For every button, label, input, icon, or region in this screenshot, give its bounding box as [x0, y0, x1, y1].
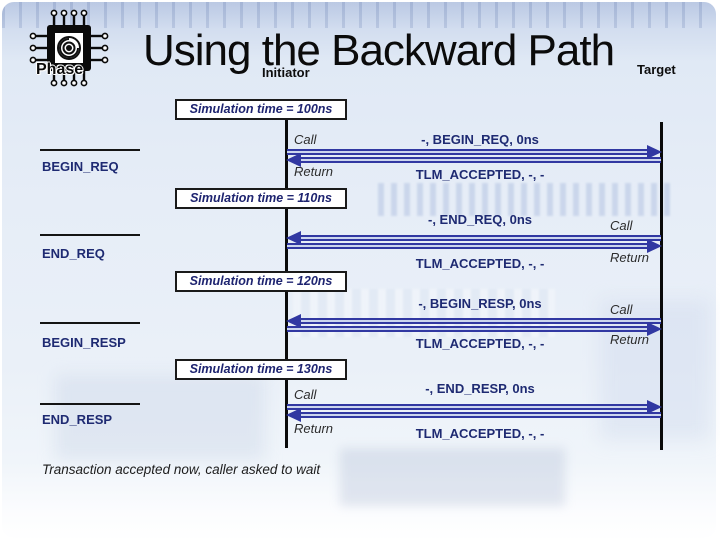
phase-label: BEGIN_RESP: [42, 335, 126, 350]
response-message: TLM_ACCEPTED, -, -: [415, 256, 545, 271]
response-message: TLM_ACCEPTED, -, -: [415, 336, 545, 351]
return-arrow: [286, 408, 661, 422]
response-message: TLM_ACCEPTED, -, -: [415, 426, 545, 441]
call-label: Call: [610, 218, 633, 233]
sim-time-box: Simulation time = 110ns: [175, 188, 347, 209]
chip-logo-icon: [29, 9, 109, 87]
arrowhead-right-icon: [647, 400, 662, 414]
arrowhead-left-icon: [286, 153, 301, 167]
return-arrow: [287, 239, 662, 253]
return-label: Return: [610, 250, 650, 265]
return-arrow: [286, 153, 661, 167]
initiator-label: Initiator: [262, 65, 310, 80]
phase-label: END_REQ: [42, 246, 105, 261]
arrowhead-right-icon: [647, 322, 662, 336]
request-message: -, END_REQ, 0ns: [427, 212, 533, 227]
return-label: Return: [610, 332, 650, 347]
request-message: -, BEGIN_RESP, 0ns: [418, 296, 542, 311]
call-label: Call: [294, 132, 317, 147]
phase-label: END_RESP: [42, 412, 113, 427]
call-arrow: [287, 145, 662, 159]
target-label: Target: [637, 62, 676, 77]
call-label: Call: [610, 302, 633, 317]
call-label: Call: [294, 387, 317, 402]
phase-label: BEGIN_REQ: [42, 159, 119, 174]
request-message: -, BEGIN_REQ, 0ns: [421, 132, 539, 147]
response-message: TLM_ACCEPTED, -, -: [415, 167, 545, 182]
call-arrow: [286, 314, 661, 328]
footnote-text: Transaction accepted now, caller asked t…: [42, 462, 321, 477]
phase-divider-line: [40, 234, 140, 236]
phase-divider-line: [40, 149, 140, 151]
arrowhead-left-icon: [286, 231, 301, 245]
call-arrow: [287, 400, 662, 414]
phase-divider-line: [40, 322, 140, 324]
request-message: -, END_RESP, 0ns: [425, 381, 535, 396]
slide-title: Using the Backward Path: [143, 26, 615, 75]
return-label: Return: [294, 164, 334, 179]
phase-divider-line: [40, 403, 140, 405]
arrowhead-right-icon: [647, 239, 662, 253]
arrowhead-left-icon: [286, 408, 301, 422]
arrowhead-left-icon: [286, 314, 301, 328]
phase-column-header: Phase: [36, 61, 84, 78]
return-label: Return: [294, 421, 334, 436]
sim-time-box: Simulation time = 100ns: [175, 99, 347, 120]
return-arrow: [287, 322, 662, 336]
target-lifeline: [660, 122, 663, 450]
arrowhead-right-icon: [647, 145, 662, 159]
sim-time-box: Simulation time = 120ns: [175, 271, 347, 292]
call-arrow: [286, 231, 661, 245]
sim-time-box: Simulation time = 130ns: [175, 359, 347, 380]
